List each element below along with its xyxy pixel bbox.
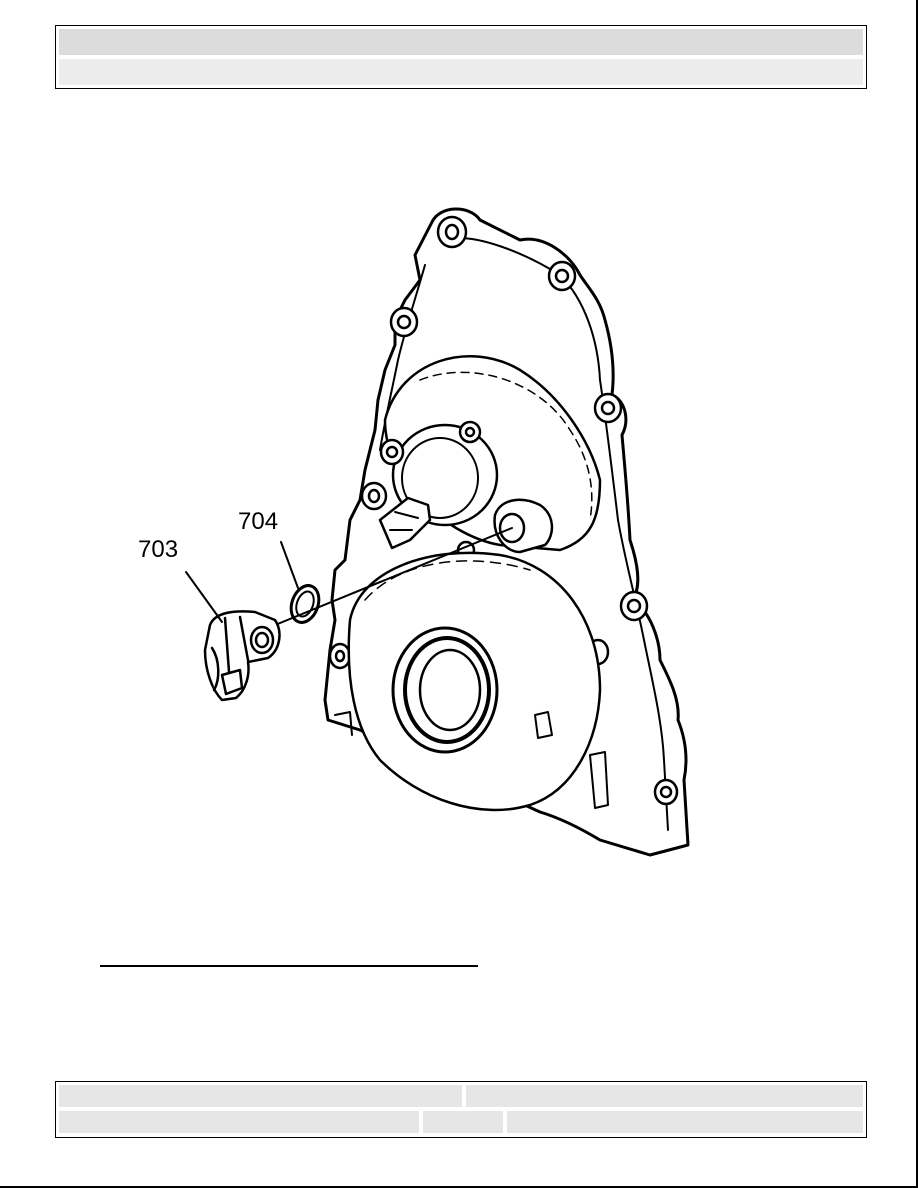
callout-label-704: 704 (238, 508, 279, 535)
footer-cell-a (59, 1085, 462, 1107)
alignment-line (262, 527, 513, 631)
bolt-bosses (328, 215, 679, 806)
crank-seal-inner (418, 648, 482, 732)
header-row-subtitle (59, 59, 863, 85)
crank-seal-mid (403, 636, 491, 744)
leader-line-704 (280, 541, 299, 589)
header-table (55, 25, 867, 89)
timing-cover-illustration (185, 207, 690, 857)
footer-cell-d (423, 1111, 503, 1133)
installed-sensor (378, 496, 432, 550)
section-divider (100, 965, 478, 967)
footer-cell-e (507, 1111, 863, 1133)
header-row-title (59, 29, 863, 55)
footer-cell-b (466, 1085, 863, 1107)
leader-line-703 (185, 571, 223, 623)
footer-cell-c (59, 1111, 419, 1133)
callout-label-703: 703 (138, 536, 179, 563)
camshaft-position-sensor (203, 610, 281, 702)
o-ring-seal (289, 584, 321, 624)
footer-table (55, 1081, 867, 1138)
housing-inner-rim (444, 237, 669, 831)
